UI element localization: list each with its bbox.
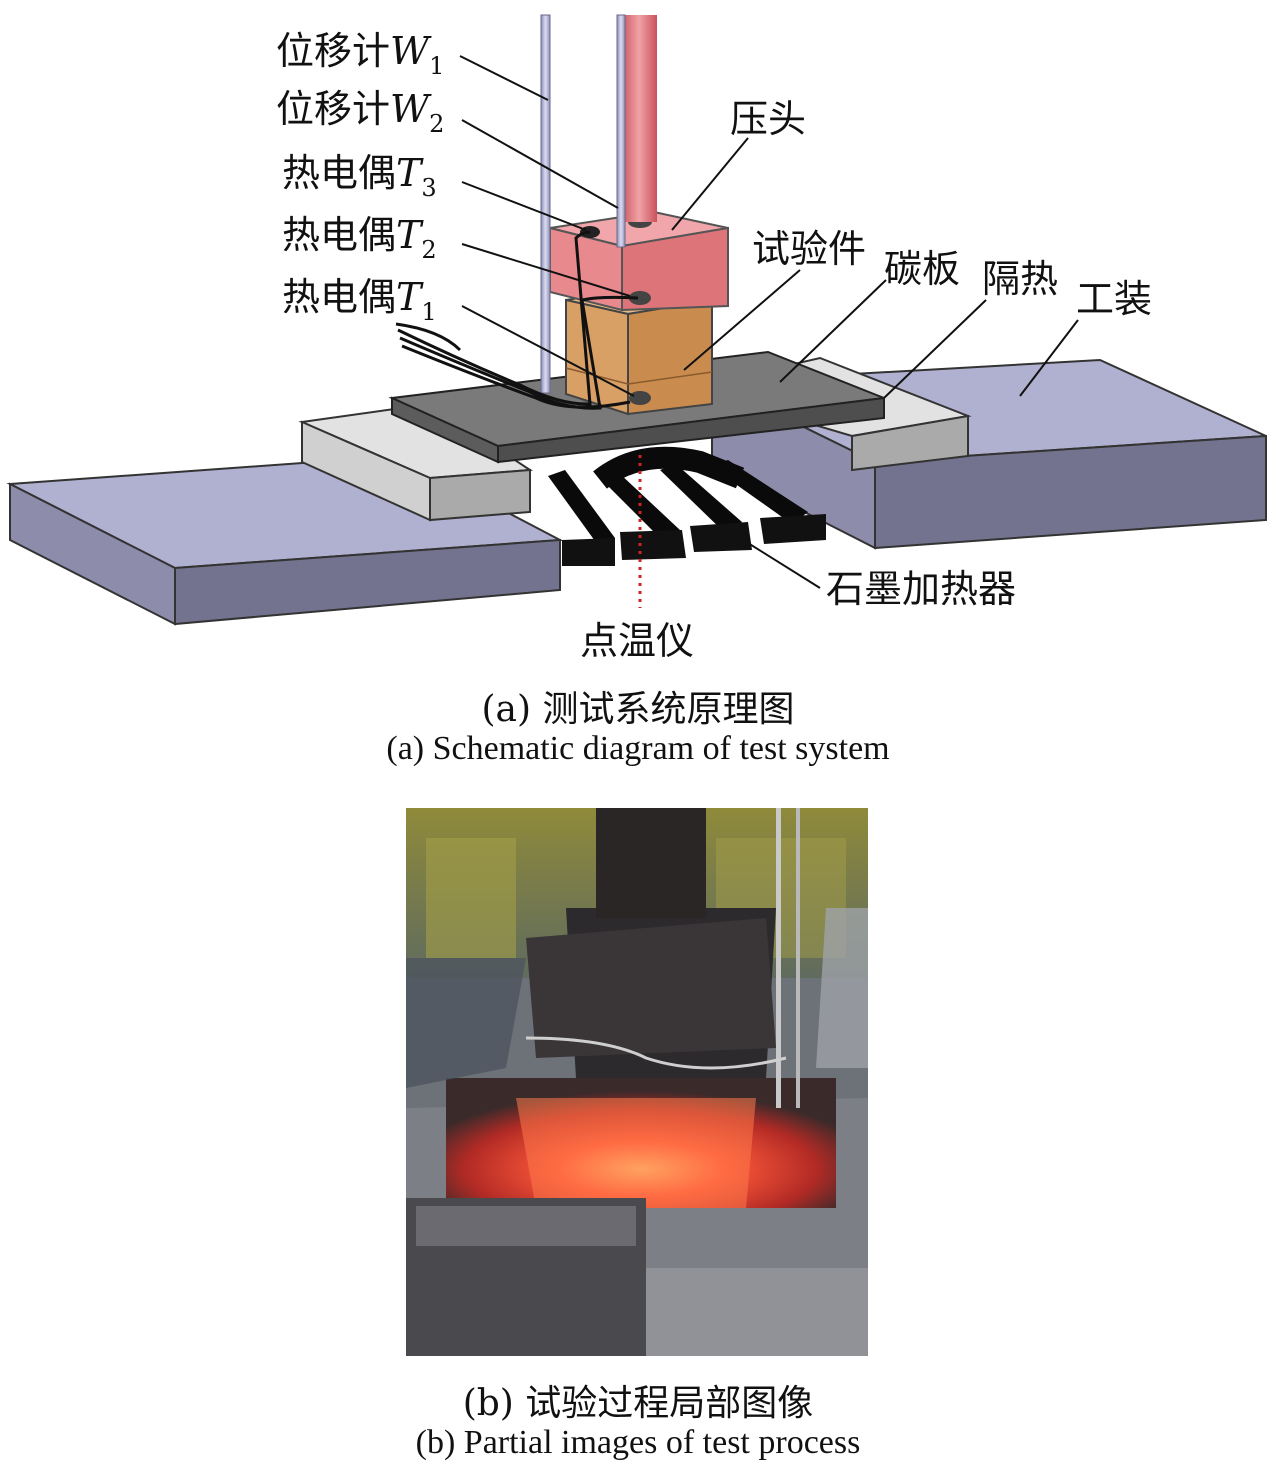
load-rod xyxy=(621,15,657,222)
caption-a-en: (a) Schematic diagram of test system xyxy=(386,730,890,767)
thermocouple-wires xyxy=(395,230,639,410)
label-graphite-heater: 石墨加热器 xyxy=(826,567,1016,611)
label-fixture: 工装 xyxy=(1076,277,1152,321)
indenter xyxy=(549,210,729,312)
label-specimen: 试验件 xyxy=(752,227,866,271)
label-carbon-plate: 碳板 xyxy=(884,247,960,291)
displacement-gauge-w2-rod xyxy=(616,14,626,248)
fixture-left xyxy=(6,454,564,626)
label-thermocouple-t3: 热电偶T3 xyxy=(282,151,437,202)
label-insulation: 隔热 xyxy=(982,257,1058,301)
test-process-photo xyxy=(406,808,868,1356)
graphite-heater xyxy=(548,446,826,566)
label-pyrometer: 点温仪 xyxy=(580,619,694,663)
displacement-gauge-w1-rod xyxy=(540,14,551,394)
label-thermocouple-t2: 热电偶T2 xyxy=(282,213,437,264)
caption-a-cn: (a) 测试系统原理图 xyxy=(481,689,795,730)
insulation-left xyxy=(298,402,533,522)
label-displacement-w1: 位移计W1 xyxy=(276,29,444,80)
caption-b-en: (b) Partial images of test process xyxy=(415,1424,861,1461)
leader-lines xyxy=(459,55,1079,589)
label-displacement-w2: 位移计W2 xyxy=(276,87,444,138)
caption-b-cn: (b) 试验过程局部图像 xyxy=(462,1383,814,1424)
label-indenter: 压头 xyxy=(730,97,806,141)
label-thermocouple-t1: 热电偶T1 xyxy=(282,275,437,326)
